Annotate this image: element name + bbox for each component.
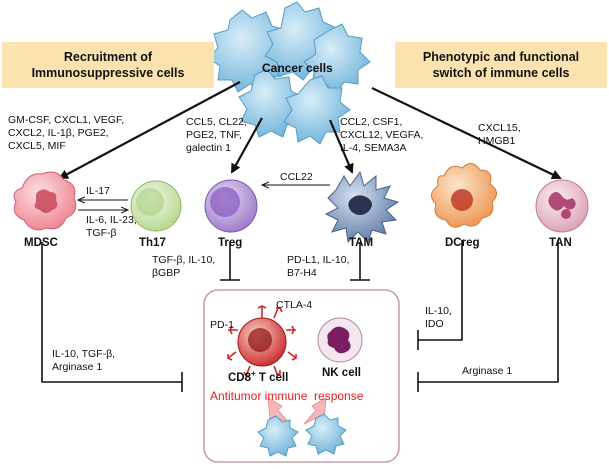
antitumor-response-label: Antitumor immune response (210, 389, 364, 403)
cancer-cells-label: Cancer cells (262, 61, 333, 75)
cell-interaction-arrows (78, 185, 330, 210)
cd8-t-cell-label: CD8+ T cell (228, 367, 288, 385)
mdsc-label: MDSC (24, 237, 58, 249)
th17-cell (130, 180, 182, 232)
dcreg-label: DCreg (445, 237, 480, 249)
mdsc-suppressive-factors: IL-10, TGF-β, Arginase 1 (52, 348, 116, 373)
arrow-to-tan (371, 87, 562, 180)
recruitment-arrows (58, 81, 562, 180)
ctla4-label: CTLA-4 (276, 299, 313, 311)
t-cell-text: T cell (255, 371, 289, 384)
il6-il23-tgfb-label: IL-6, IL-23, TGF-β (86, 214, 137, 239)
treg-label: Treg (218, 237, 243, 249)
treg-recruitment-factors: CCL5, CL22, PGE2, TNF, galectin 1 (186, 116, 247, 154)
cd8-text: CD8 (228, 371, 252, 384)
cd8-superscript: + (251, 369, 256, 378)
th17-label: Th17 (139, 237, 166, 249)
tam-label: TAM (349, 237, 374, 249)
tam-cell (324, 170, 400, 244)
cd8-t-cell (227, 305, 297, 377)
dcreg-cell (431, 163, 497, 228)
pd1-label: PD-1 (210, 319, 234, 331)
nk-cell (317, 317, 363, 363)
banner-recruitment: Recruitment of Immunosuppressive cells (2, 42, 214, 88)
tan-suppressive-factors: Arginase 1 (462, 365, 513, 377)
mdsc-recruitment-factors: GM-CSF, CXCL1, VEGF, CXCL2, IL-1β, PGE2,… (8, 114, 125, 152)
suppression-lines (41, 240, 559, 392)
arrow-to-tam (328, 119, 354, 174)
arrow-to-mdsc (58, 81, 241, 179)
tan-recruitment-factors: CXCL15, HMGB1 (478, 122, 521, 147)
mdsc-cell (13, 171, 77, 231)
target-tumor-cells (257, 413, 347, 457)
cancer-cells-cluster (207, 1, 371, 145)
tam-suppressive-factors: PD-L1, IL-10, B7-H4 (287, 254, 350, 279)
treg-suppressive-factors: TGF-β, IL-10, βGBP (152, 254, 216, 279)
ccl22-label: CCL22 (280, 171, 313, 183)
arrow-to-treg (231, 117, 263, 174)
tam-recruitment-factors: CCL2, CSF1, CXCL12, VEGFA, IL-4, SEMA3A (340, 116, 424, 154)
il17-label: IL-17 (86, 185, 110, 197)
tan-cell (535, 179, 589, 233)
dcreg-suppressive-factors: IL-10, IDO (425, 305, 452, 330)
tan-label: TAN (549, 237, 572, 249)
banner-phenotypic-switch: Phenotypic and functional switch of immu… (395, 42, 607, 88)
treg-cell (204, 179, 258, 233)
nk-cell-label: NK cell (322, 367, 361, 379)
